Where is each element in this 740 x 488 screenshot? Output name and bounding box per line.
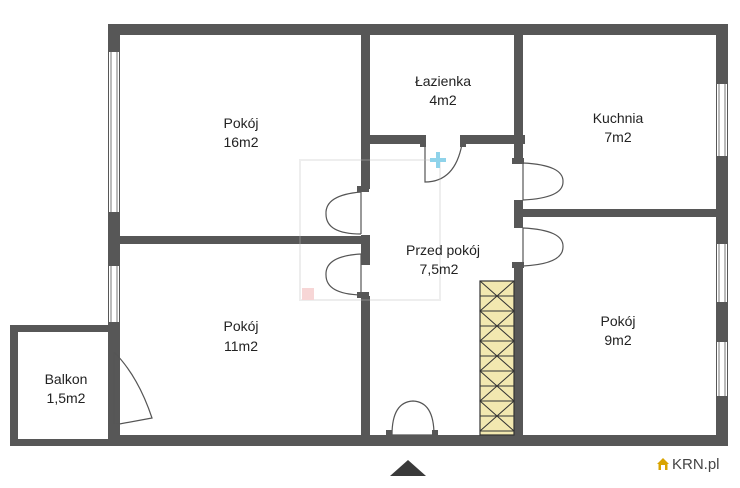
room-pokoj-9-area: 9m2: [604, 332, 631, 348]
brand-logo: KRN.pl: [656, 456, 720, 473]
entrance-arrow-icon: [390, 460, 426, 476]
windows: [109, 52, 727, 396]
room-przedpokoj-name: Przed pokój: [406, 242, 480, 258]
room-pokoj-16-name: Pokój: [223, 115, 258, 131]
room-balkon-name: Balkon: [45, 371, 88, 387]
room-przedpokoj-area: 7,5m2: [420, 261, 459, 277]
room-pokoj-11-name: Pokój: [223, 318, 258, 334]
room-balkon-area: 1,5m2: [47, 390, 86, 406]
house-icon: [657, 458, 669, 470]
watermark: [299, 159, 441, 301]
room-lazienka-name: Łazienka: [415, 73, 471, 89]
room-kuchnia-area: 7m2: [604, 129, 631, 145]
room-pokoj-11-area: 11m2: [224, 338, 258, 354]
doors: [113, 143, 564, 436]
bath-accent-icon: [430, 152, 446, 168]
door-jambs: [108, 135, 524, 440]
room-kuchnia-name: Kuchnia: [593, 110, 644, 126]
room-pokoj-16-area: 16m2: [223, 134, 258, 150]
room-lazienka-area: 4m2: [429, 92, 456, 108]
brand-text: KRN.pl: [672, 456, 720, 473]
stairs: [479, 280, 515, 436]
room-pokoj-9-name: Pokój: [600, 313, 635, 329]
